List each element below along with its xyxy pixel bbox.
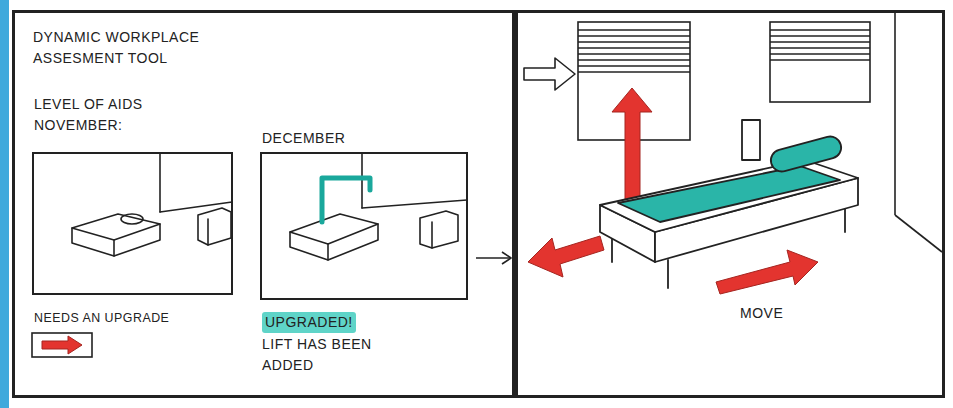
pointer-arrow — [524, 58, 575, 90]
node-text: NEEDS AN UPGRADE — [34, 308, 234, 329]
node-text: LIFT HAS BEEN ADDED — [262, 334, 392, 376]
highlight-label: UPGRADED! — [262, 312, 356, 333]
lift-symbol — [322, 178, 370, 222]
node-text: DYNAMIC WORKPLACE ASSESMENT TOOL — [33, 27, 233, 69]
arrow-head — [502, 252, 511, 264]
november-sketch — [72, 153, 232, 256]
red-arrow-left — [528, 236, 604, 277]
bed — [600, 120, 858, 288]
edge-strip — [0, 0, 9, 408]
december-sketch — [290, 153, 467, 260]
box-frame — [260, 152, 468, 300]
red-arrow-right — [716, 250, 818, 294]
connector-arrow — [476, 252, 511, 264]
node-text: DECEMBER — [262, 128, 462, 149]
window-blinds — [578, 22, 870, 140]
right-panel: MOVE — [515, 10, 945, 398]
left-panel: DYNAMIC WORKPLACE ASSESMENT TOOL LEVEL OF… — [12, 10, 515, 398]
red-arrow-box — [32, 333, 92, 357]
wall-corner — [895, 13, 942, 252]
node-text: MOVE — [740, 303, 840, 324]
december-box: DECEMBER UPGRADED!LIFT HAS BEEN ADDED — [260, 126, 472, 392]
connector-line — [476, 257, 511, 259]
box-frame — [32, 152, 233, 295]
november-box: LEVEL OF AIDS NOVEMBER: NEEDS AN UPGRADE — [32, 94, 237, 326]
node-text: LEVEL OF AIDS NOVEMBER: — [34, 94, 184, 136]
